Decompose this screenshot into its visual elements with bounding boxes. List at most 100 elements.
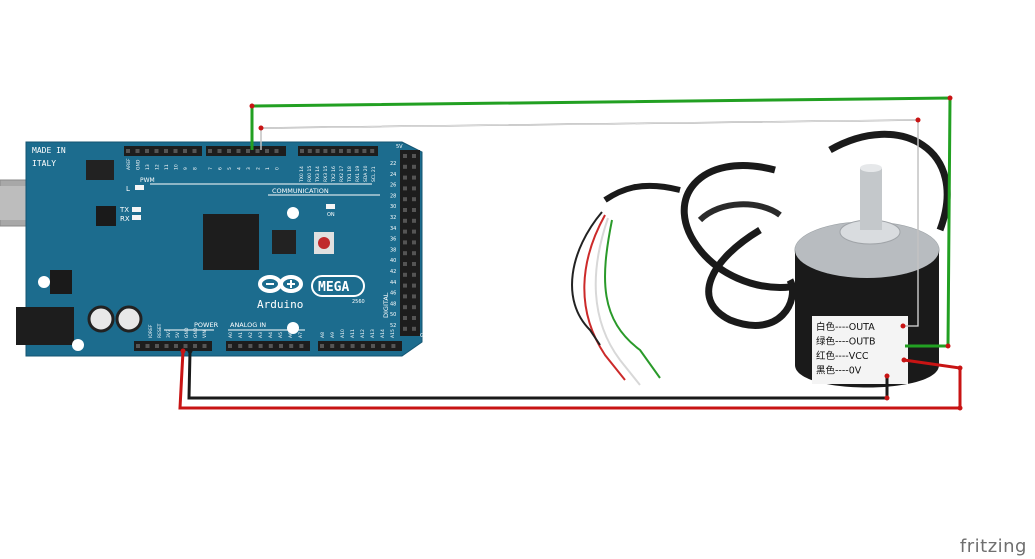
header-pin <box>279 344 283 348</box>
header-pin <box>412 305 416 310</box>
header-pin <box>412 283 416 288</box>
header-pin <box>126 149 130 153</box>
header-pin <box>236 149 241 153</box>
header-pin <box>403 251 407 256</box>
pin-label: 11 <box>164 164 170 170</box>
l-led <box>135 185 144 190</box>
pin-label: GND <box>193 327 199 338</box>
pin-label: 8 <box>193 167 199 170</box>
pin-label: 30 <box>390 204 396 210</box>
header-pin <box>412 197 416 202</box>
header-pin <box>154 149 159 153</box>
pin-label: 29 <box>424 198 430 204</box>
pin-label: A14 <box>380 329 386 338</box>
pin-label: 39 <box>424 252 430 258</box>
header-pin <box>246 149 250 153</box>
pin-label: VIN <box>202 330 208 338</box>
header-pin <box>193 344 197 348</box>
pin-label: 41 <box>424 263 430 269</box>
header-pin <box>403 316 407 320</box>
encoder-label-sticker <box>812 316 908 384</box>
pin-label: RX3 15 <box>323 166 329 182</box>
encoder-label-row: 白色----OUTA <box>816 321 875 333</box>
header-pin <box>208 149 212 153</box>
header-pin <box>412 218 416 223</box>
pin-label: A3 <box>258 332 264 338</box>
pin-label: 51 <box>424 317 430 323</box>
analog-header-left <box>226 341 310 351</box>
pin-label: RX2 17 <box>339 166 345 182</box>
encoder-label-row: 黑色----0V <box>816 365 862 377</box>
header-pin <box>164 149 168 153</box>
pin-label: GND <box>136 159 142 170</box>
pin-label: 32 <box>390 215 396 221</box>
header-pin <box>155 344 159 348</box>
header-pin <box>258 344 263 348</box>
header-pin <box>320 344 324 348</box>
header-pin <box>227 149 231 153</box>
pin-label: 49 <box>424 306 430 312</box>
mounting-hole <box>287 322 299 334</box>
header-pin <box>412 272 416 277</box>
pin-label: 12 <box>155 164 161 170</box>
header-pin <box>350 344 355 348</box>
pin-label: SCL 21 <box>371 166 377 182</box>
header-pin <box>403 294 407 299</box>
pin-label: A4 <box>268 332 274 338</box>
power-header <box>134 341 212 351</box>
pin-label: 33 <box>424 220 430 226</box>
header-pin <box>265 149 269 153</box>
mounting-hole <box>38 276 50 288</box>
pin-label: 2 <box>256 167 262 170</box>
pin-label: SDA 20 <box>363 165 369 182</box>
header-pin <box>370 149 375 153</box>
power-jack <box>16 307 74 345</box>
pin-label: A12 <box>360 329 366 338</box>
analog-header-right <box>318 341 402 351</box>
header-pin <box>174 344 178 348</box>
header-pin <box>183 149 187 153</box>
wire-black <box>187 350 889 400</box>
version-label: 2560 <box>352 299 365 305</box>
pin-label: A5 <box>278 332 284 338</box>
header-pin <box>403 283 407 288</box>
pin-label: 1 <box>265 167 271 170</box>
header-pin <box>238 344 243 348</box>
arduino-logo <box>258 275 303 293</box>
mounting-hole <box>287 207 299 219</box>
header-pin <box>362 149 367 153</box>
top-header-left <box>124 146 202 156</box>
rx-led <box>132 215 141 220</box>
pwm-label: PWM <box>140 177 155 184</box>
pin-label: 34 <box>390 226 396 232</box>
header-pin <box>346 149 351 153</box>
pin-label: A8 <box>320 332 326 338</box>
5v-label-right: 5V <box>396 144 403 150</box>
communication-label: COMMUNICATION <box>272 187 329 195</box>
country-label: ITALY <box>32 159 56 168</box>
encoder-lead-white <box>594 217 641 386</box>
pin-label: 40 <box>390 258 396 264</box>
pin-label: 47 <box>424 296 430 302</box>
header-pin <box>300 149 304 153</box>
pin-label: TX1 18 <box>347 166 353 183</box>
icsp-header <box>86 160 296 254</box>
pin-label: 10 <box>174 164 180 170</box>
pin-label: A1 <box>238 332 244 338</box>
pin-label: 3V3 <box>166 329 172 338</box>
mounting-hole <box>72 339 84 351</box>
fritzing-watermark: fritzing <box>959 536 1027 557</box>
header-pin <box>307 149 312 153</box>
brand-label: Arduino <box>257 298 303 311</box>
arduino-mega-board: MADE IN ITALY PWM L TX RX ON COMMUNICATI… <box>0 141 432 357</box>
voltage-regulator <box>50 270 72 294</box>
header-pin <box>354 149 359 153</box>
header-pin <box>412 262 416 266</box>
header-pin <box>412 175 416 180</box>
pin-label: 6 <box>218 167 224 170</box>
pin-label: 48 <box>390 301 396 307</box>
power-label: POWER <box>194 321 219 329</box>
